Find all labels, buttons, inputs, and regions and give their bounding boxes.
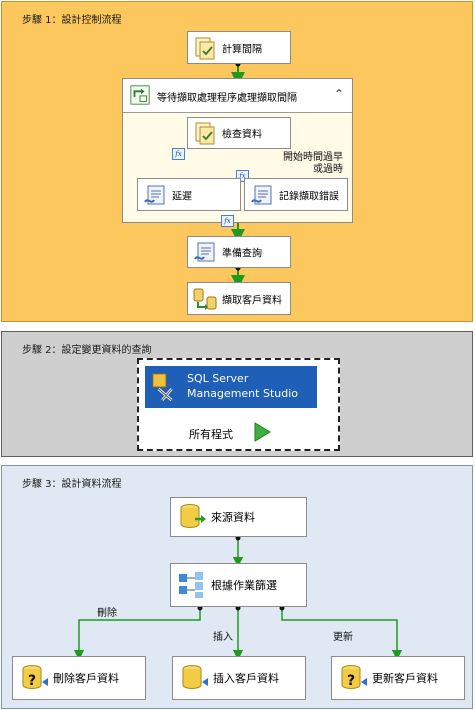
component-label: 來源資料 — [211, 511, 255, 524]
edge-label-delete: 刪除 — [97, 608, 117, 619]
task-label: 準備查詢 — [222, 248, 262, 260]
component-delete-destination[interactable]: ? 刪除客戶資料 — [12, 656, 146, 700]
collapse-chevron-icon[interactable]: ⌃ — [333, 87, 345, 101]
task-check-data[interactable]: 檢查資料 — [187, 117, 291, 149]
component-update-destination[interactable]: ? 更新客戶資料 — [331, 656, 465, 700]
component-label: 刪除客戶資料 — [53, 672, 119, 685]
start-menu-callout: SQL Server Management Studio 所有程式 — [137, 358, 340, 451]
ole-db-command-icon: ? — [22, 665, 48, 689]
loop-icon — [130, 85, 150, 105]
svg-text:?: ? — [28, 673, 36, 689]
task-label: 記錄擷取錯誤 — [279, 191, 339, 202]
component-source[interactable]: 來源資料 — [170, 497, 307, 537]
execute-sql-task-icon — [194, 242, 215, 262]
task-delay[interactable]: 延遲 — [137, 178, 241, 211]
loop-title: 等待擷取處理程序處理擷取間隔 — [157, 93, 297, 104]
source-database-icon — [180, 504, 206, 528]
conditional-split-icon — [179, 572, 203, 598]
loop-header: 等待擷取處理程序處理擷取間隔 ⌃ — [123, 79, 352, 113]
edge-split-to-update — [281, 607, 403, 661]
data-flow-task-icon — [193, 288, 217, 310]
task-log-error[interactable]: 記錄擷取錯誤 — [244, 178, 348, 211]
ssms-launcher[interactable]: SQL Server Management Studio — [145, 366, 317, 408]
all-programs-label[interactable]: 所有程式 — [189, 428, 233, 441]
task-prepare-query[interactable]: 準備查詢 — [187, 236, 291, 268]
task-compute-interval[interactable]: 計算間隔 — [187, 31, 291, 64]
execute-sql-task-icon — [144, 185, 165, 204]
task-label: 延遲 — [172, 191, 192, 202]
edge-label-update: 更新 — [333, 632, 353, 643]
component-label: 根據作業篩選 — [211, 579, 277, 592]
component-conditional-split[interactable]: 根據作業篩選 — [170, 563, 307, 607]
component-insert-destination[interactable]: 插入客戶資料 — [172, 656, 306, 700]
step2-title: 步驟 2：設定變更資料的查詢 — [22, 345, 152, 356]
edge-label-insert: 插入 — [213, 632, 233, 643]
svg-text:?: ? — [347, 673, 355, 689]
task-label: 計算間隔 — [222, 44, 262, 55]
component-label: 更新客戶資料 — [372, 672, 438, 685]
edge-label-early-or-late: 開始時間過早 或過時 — [283, 152, 343, 175]
expression-badge-icon: fx — [172, 148, 185, 160]
destination-database-icon — [182, 665, 208, 689]
ssms-label: SQL Server Management Studio — [187, 372, 298, 400]
ssms-icon — [152, 373, 173, 402]
task-label: 檢查資料 — [222, 129, 262, 141]
task-extract-customers[interactable]: 擷取客戶資料 — [187, 282, 291, 315]
script-task-icon — [195, 37, 215, 59]
step1-title: 步驟 1：設計控制流程 — [22, 15, 122, 26]
execute-sql-task-icon — [251, 185, 272, 204]
edge-split-to-delete — [73, 607, 201, 661]
step3-title: 步驟 3：設計資料流程 — [22, 479, 122, 490]
script-task-icon — [195, 122, 215, 145]
expression-badge-icon: fx — [221, 215, 234, 227]
play-arrow-icon[interactable] — [251, 421, 273, 443]
ole-db-command-icon: ? — [341, 665, 367, 689]
task-label: 擷取客戶資料 — [222, 295, 282, 306]
component-label: 插入客戶資料 — [213, 672, 279, 685]
